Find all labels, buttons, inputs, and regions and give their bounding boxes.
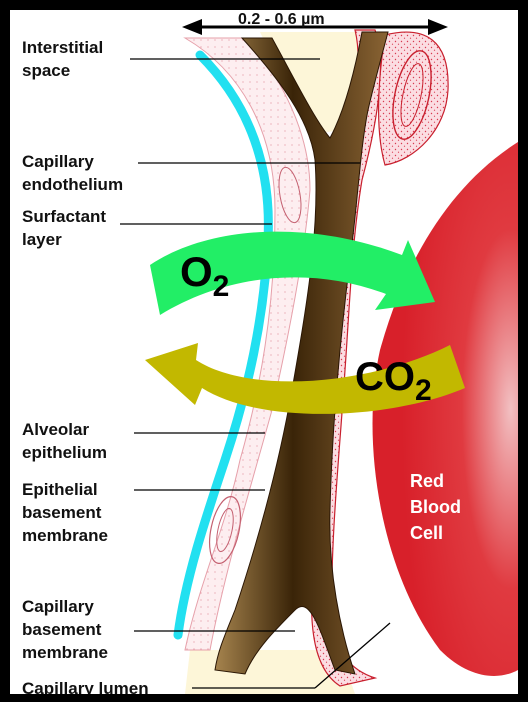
co2-label: CO2	[355, 355, 432, 400]
diagram-frame: 0.2 - 0.6 µm Interstitial space Capillar…	[10, 10, 518, 694]
co2-subscript: 2	[415, 374, 432, 407]
label-alveolar-epithelium: Alveolar epithelium	[22, 418, 107, 464]
alveolar-capillary-membrane-diagram	[10, 10, 518, 694]
label-capillary-lumen: Capillary lumen	[22, 677, 149, 694]
oxygen-subscript: 2	[213, 270, 230, 303]
co2-symbol: CO	[355, 355, 415, 399]
label-epithelial-basement-membrane: Epithelial basement membrane	[22, 478, 108, 547]
oxygen-symbol: O	[180, 248, 213, 295]
label-capillary-endothelium: Capillary endothelium	[22, 150, 123, 196]
red-blood-cell	[373, 142, 519, 676]
label-red-blood-cell: Red Blood Cell	[410, 468, 461, 546]
endothelial-nucleus-cell	[379, 32, 449, 165]
basement-membrane	[215, 32, 388, 674]
label-surfactant-layer: Surfactant layer	[22, 205, 106, 251]
label-interstitial-space: Interstitial space	[22, 36, 103, 82]
scale-label: 0.2 - 0.6 µm	[238, 11, 325, 29]
oxygen-label: O2	[180, 248, 229, 296]
label-capillary-basement-membrane: Capillary basement membrane	[22, 595, 108, 664]
